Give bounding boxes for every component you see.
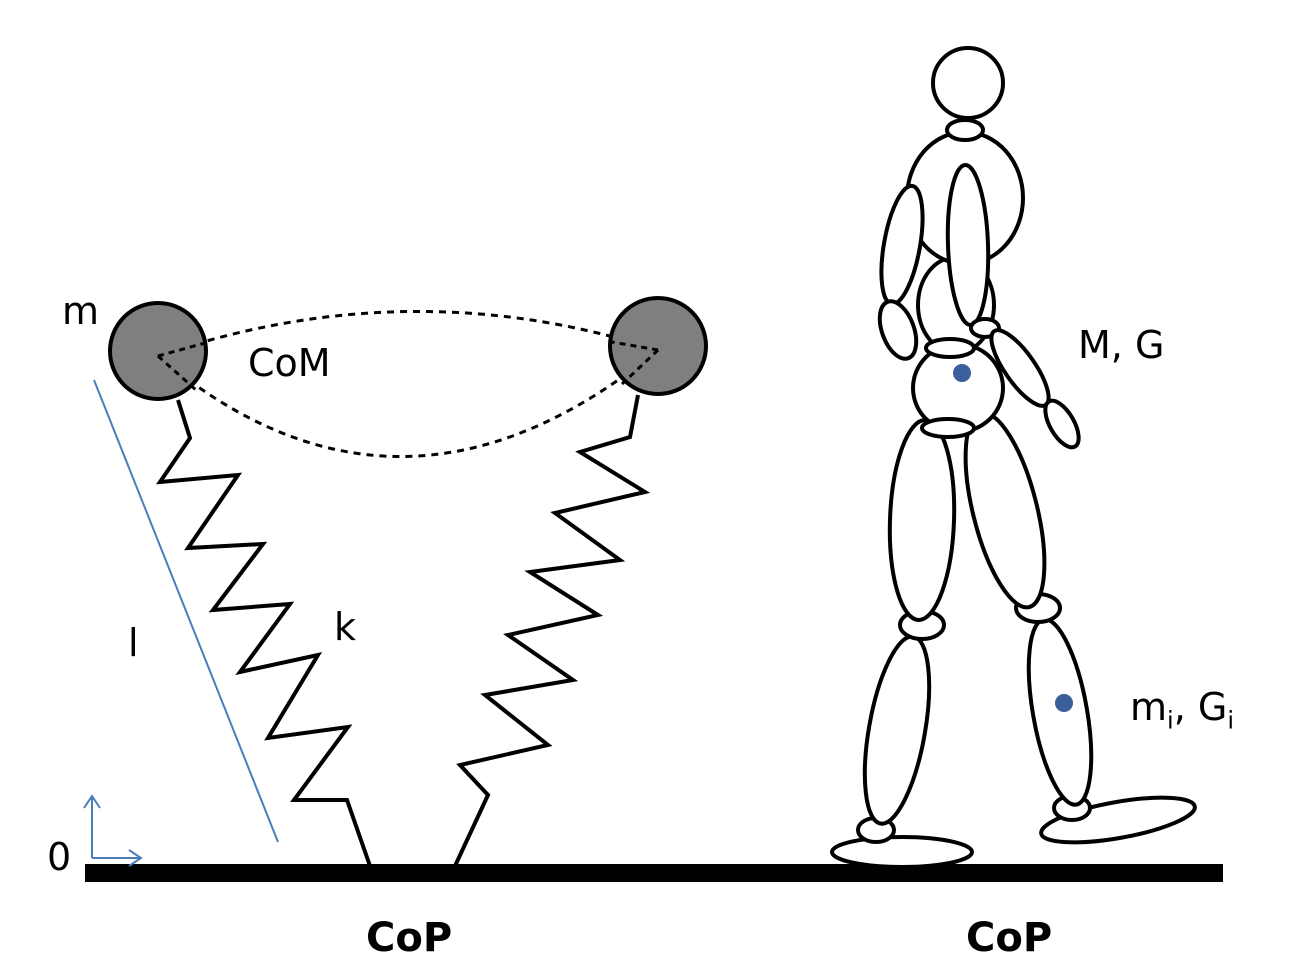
forearm-back bbox=[877, 299, 919, 361]
head bbox=[931, 46, 1005, 120]
foot-front bbox=[1039, 795, 1197, 845]
com-trajectory-upper bbox=[157, 309, 659, 358]
com-marker-left bbox=[156, 341, 206, 392]
thigh-front bbox=[963, 410, 1047, 610]
spring-right bbox=[453, 394, 651, 867]
foot-back bbox=[830, 835, 974, 869]
cop-label-body: CoP bbox=[966, 915, 1053, 961]
waist-joint bbox=[924, 337, 976, 359]
segment-label-m: m bbox=[1130, 685, 1168, 729]
shank-back bbox=[862, 634, 932, 826]
segment-label-sub: i bbox=[1167, 706, 1174, 735]
mass-left bbox=[108, 301, 208, 401]
hip-joint bbox=[920, 417, 976, 439]
coordinate-axes bbox=[83, 794, 143, 867]
human-body-model bbox=[830, 46, 1197, 869]
neck bbox=[945, 118, 985, 142]
com-label: CoM bbox=[248, 341, 331, 385]
com-trajectory-lower bbox=[157, 348, 659, 458]
segment-label-sub-2: i bbox=[1227, 706, 1234, 735]
mass-label: m bbox=[62, 289, 100, 333]
spring-left bbox=[155, 399, 372, 867]
cop-label-spring: CoP bbox=[366, 915, 453, 961]
origin-label: 0 bbox=[47, 835, 72, 879]
segment-label-g: , G bbox=[1173, 685, 1228, 729]
leg-length-label: l bbox=[128, 621, 139, 665]
stiffness-label: k bbox=[334, 605, 357, 649]
hand-front bbox=[1043, 398, 1081, 450]
leg-length-line bbox=[93, 379, 279, 843]
segment-label: mi, Gi bbox=[1130, 688, 1234, 733]
whole-body-com-dot bbox=[953, 364, 971, 382]
ground-line bbox=[85, 864, 1223, 882]
segment-com-dot bbox=[1055, 694, 1073, 712]
mass-right bbox=[608, 296, 708, 396]
whole-body-label: M, G bbox=[1078, 323, 1165, 367]
com-marker-right bbox=[611, 340, 660, 386]
thigh-back bbox=[887, 418, 957, 622]
shank-front bbox=[1026, 617, 1094, 807]
